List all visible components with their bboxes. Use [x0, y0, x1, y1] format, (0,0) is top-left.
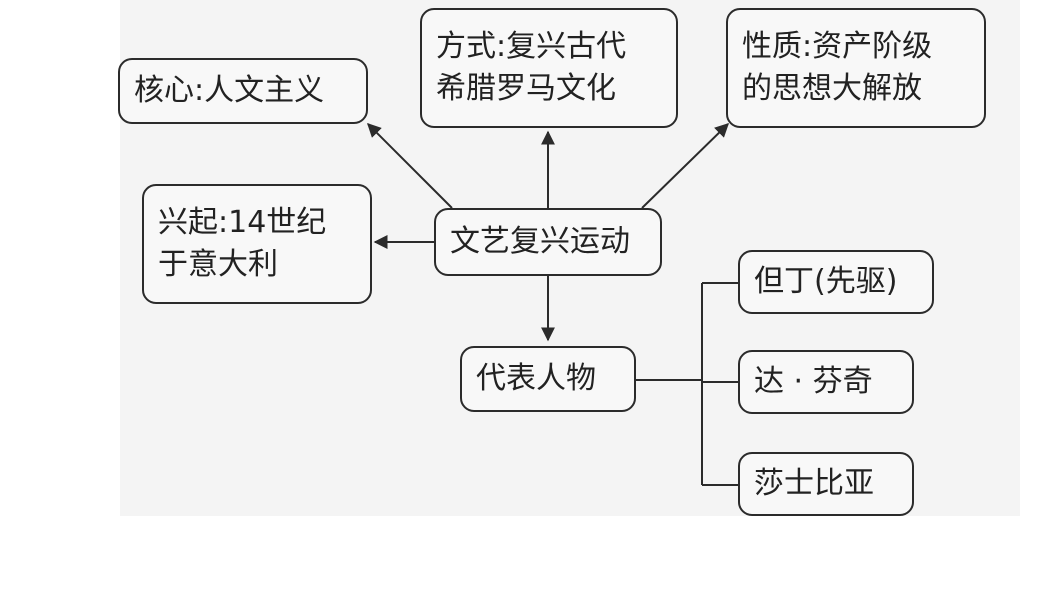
- person-label: 但丁(先驱): [754, 264, 898, 299]
- method-line-1: 方式:复兴古代: [436, 29, 627, 64]
- center-node-label: 文艺复兴运动: [450, 224, 630, 259]
- center-node: 文艺复兴运动: [434, 208, 662, 276]
- person-node-da-vinci: 达 · 芬奇: [738, 350, 914, 414]
- core-node-label: 核心:人文主义: [134, 73, 325, 108]
- arrow-to-nature: [641, 123, 730, 209]
- rise-line-1: 兴起:14世纪: [158, 205, 327, 240]
- method-node: 方式:复兴古代 希腊罗马文化: [420, 8, 678, 128]
- representatives-node: 代表人物: [460, 346, 636, 412]
- nature-line-1: 性质:资产阶级: [742, 29, 933, 64]
- person-label: 达 · 芬奇: [754, 364, 873, 399]
- core-node: 核心:人文主义: [118, 58, 368, 124]
- nature-line-2: 的思想大解放: [742, 71, 922, 106]
- person-node-shakespeare: 莎士比亚: [738, 452, 914, 516]
- rise-line-2: 于意大利: [158, 247, 278, 282]
- representatives-label: 代表人物: [476, 361, 596, 396]
- rise-node: 兴起:14世纪 于意大利: [142, 184, 372, 304]
- person-node-dante: 但丁(先驱): [738, 250, 934, 314]
- person-label: 莎士比亚: [754, 466, 874, 501]
- nature-node: 性质:资产阶级 的思想大解放: [726, 8, 986, 128]
- method-line-2: 希腊罗马文化: [436, 71, 616, 106]
- arrow-to-core: [367, 123, 453, 209]
